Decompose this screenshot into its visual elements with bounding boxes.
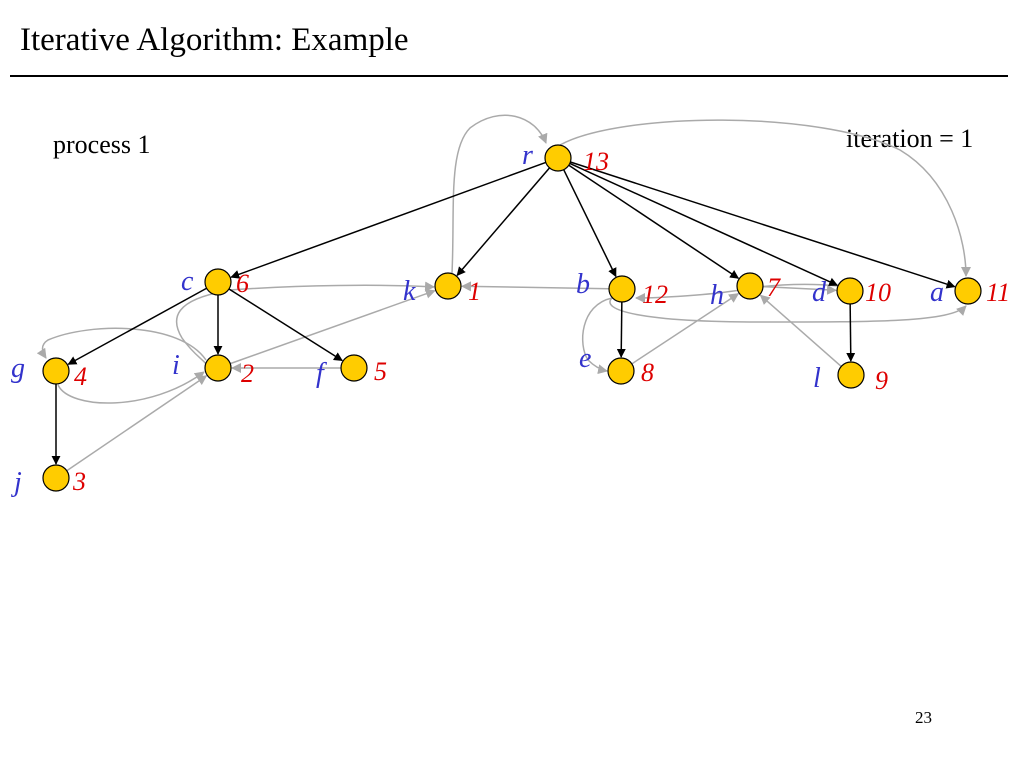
tree-edge-r-d: [569, 162, 839, 286]
tree-edge-r-k: [456, 167, 551, 277]
tree-edge-r-c: [230, 161, 547, 279]
node-a-label: a: [930, 277, 944, 308]
node-r-number: 13: [583, 147, 609, 176]
node-b-circle: [608, 275, 636, 303]
node-d: d 10: [812, 277, 891, 308]
nontree-edge-l-h: [759, 294, 842, 367]
node-g-circle: [42, 357, 70, 385]
node-b: b 12: [576, 269, 668, 309]
tree-edge-c-f: [228, 288, 343, 362]
process-label: process 1: [53, 130, 151, 159]
nontree-edge-i-k: [229, 289, 436, 365]
node-f-label: f: [316, 358, 327, 389]
node-j-circle: [42, 464, 70, 492]
tree-edges: [51, 161, 956, 465]
node-a: a 11: [930, 277, 1010, 308]
iteration-label: iteration = 1: [846, 124, 974, 153]
tree-edge-r-b: [563, 169, 617, 278]
node-h-number: 7: [767, 273, 781, 302]
nontree-edge-b-e: [581, 297, 613, 375]
tree-edge-d-l: [846, 303, 856, 362]
node-r-label: r: [522, 140, 533, 171]
node-r: r 13: [522, 140, 609, 176]
slide-title: Iterative Algorithm: Example: [20, 22, 409, 58]
page-number: 23: [915, 708, 932, 727]
node-d-number: 10: [865, 278, 891, 307]
node-i-number: 2: [241, 359, 254, 388]
node-b-label: b: [576, 269, 590, 300]
node-j-number: 3: [72, 467, 86, 496]
tree-edge-r-a: [570, 161, 956, 289]
node-e-circle: [607, 357, 635, 385]
nontree-edge-i-g: [36, 327, 207, 361]
node-f-number: 5: [374, 357, 387, 386]
nontree-edge-k-r: [451, 114, 548, 274]
node-i-label: i: [172, 350, 180, 381]
node-b-number: 12: [642, 280, 668, 309]
nontree-edge-j-i: [66, 375, 208, 472]
node-k-label: k: [403, 276, 416, 307]
node-a-number: 11: [986, 278, 1010, 307]
title-divider: [10, 75, 1008, 77]
node-g-number: 4: [74, 362, 87, 391]
nontree-edges: [36, 114, 971, 472]
nontree-edge-b-k: [460, 281, 610, 292]
nontree-edge-b-a: [609, 297, 967, 323]
node-c-label: c: [181, 266, 194, 297]
node-g-label: g: [11, 353, 25, 384]
node-l-number: 9: [875, 366, 888, 395]
node-a-circle: [954, 277, 982, 305]
nontree-edge-g-i: [57, 371, 205, 404]
nontree-edge-r-a: [559, 119, 971, 277]
tree-edge-b-e: [616, 301, 626, 358]
node-k-number: 1: [468, 277, 481, 306]
node-h-circle: [736, 272, 764, 300]
node-d-label: d: [812, 277, 827, 308]
node-c-circle: [204, 268, 232, 296]
node-l-circle: [837, 361, 865, 389]
node-j-label: j: [11, 467, 22, 498]
node-e-label: e: [579, 343, 591, 374]
tree-edge-r-h: [568, 164, 740, 279]
node-h-label: h: [710, 280, 724, 311]
node-l-label: l: [813, 363, 821, 394]
nontree-edge-h-d: [762, 284, 838, 295]
tree-edge-c-g: [67, 287, 207, 365]
node-k-circle: [434, 272, 462, 300]
node-c-number: 6: [236, 269, 249, 298]
node-d-circle: [836, 277, 864, 305]
nontree-edge-c-k: [175, 285, 434, 367]
node-f-circle: [340, 354, 368, 382]
nontree-edge-e-h: [631, 293, 740, 365]
node-e-number: 8: [641, 358, 654, 387]
node-i-circle: [204, 354, 232, 382]
node-r-circle: [544, 144, 572, 172]
